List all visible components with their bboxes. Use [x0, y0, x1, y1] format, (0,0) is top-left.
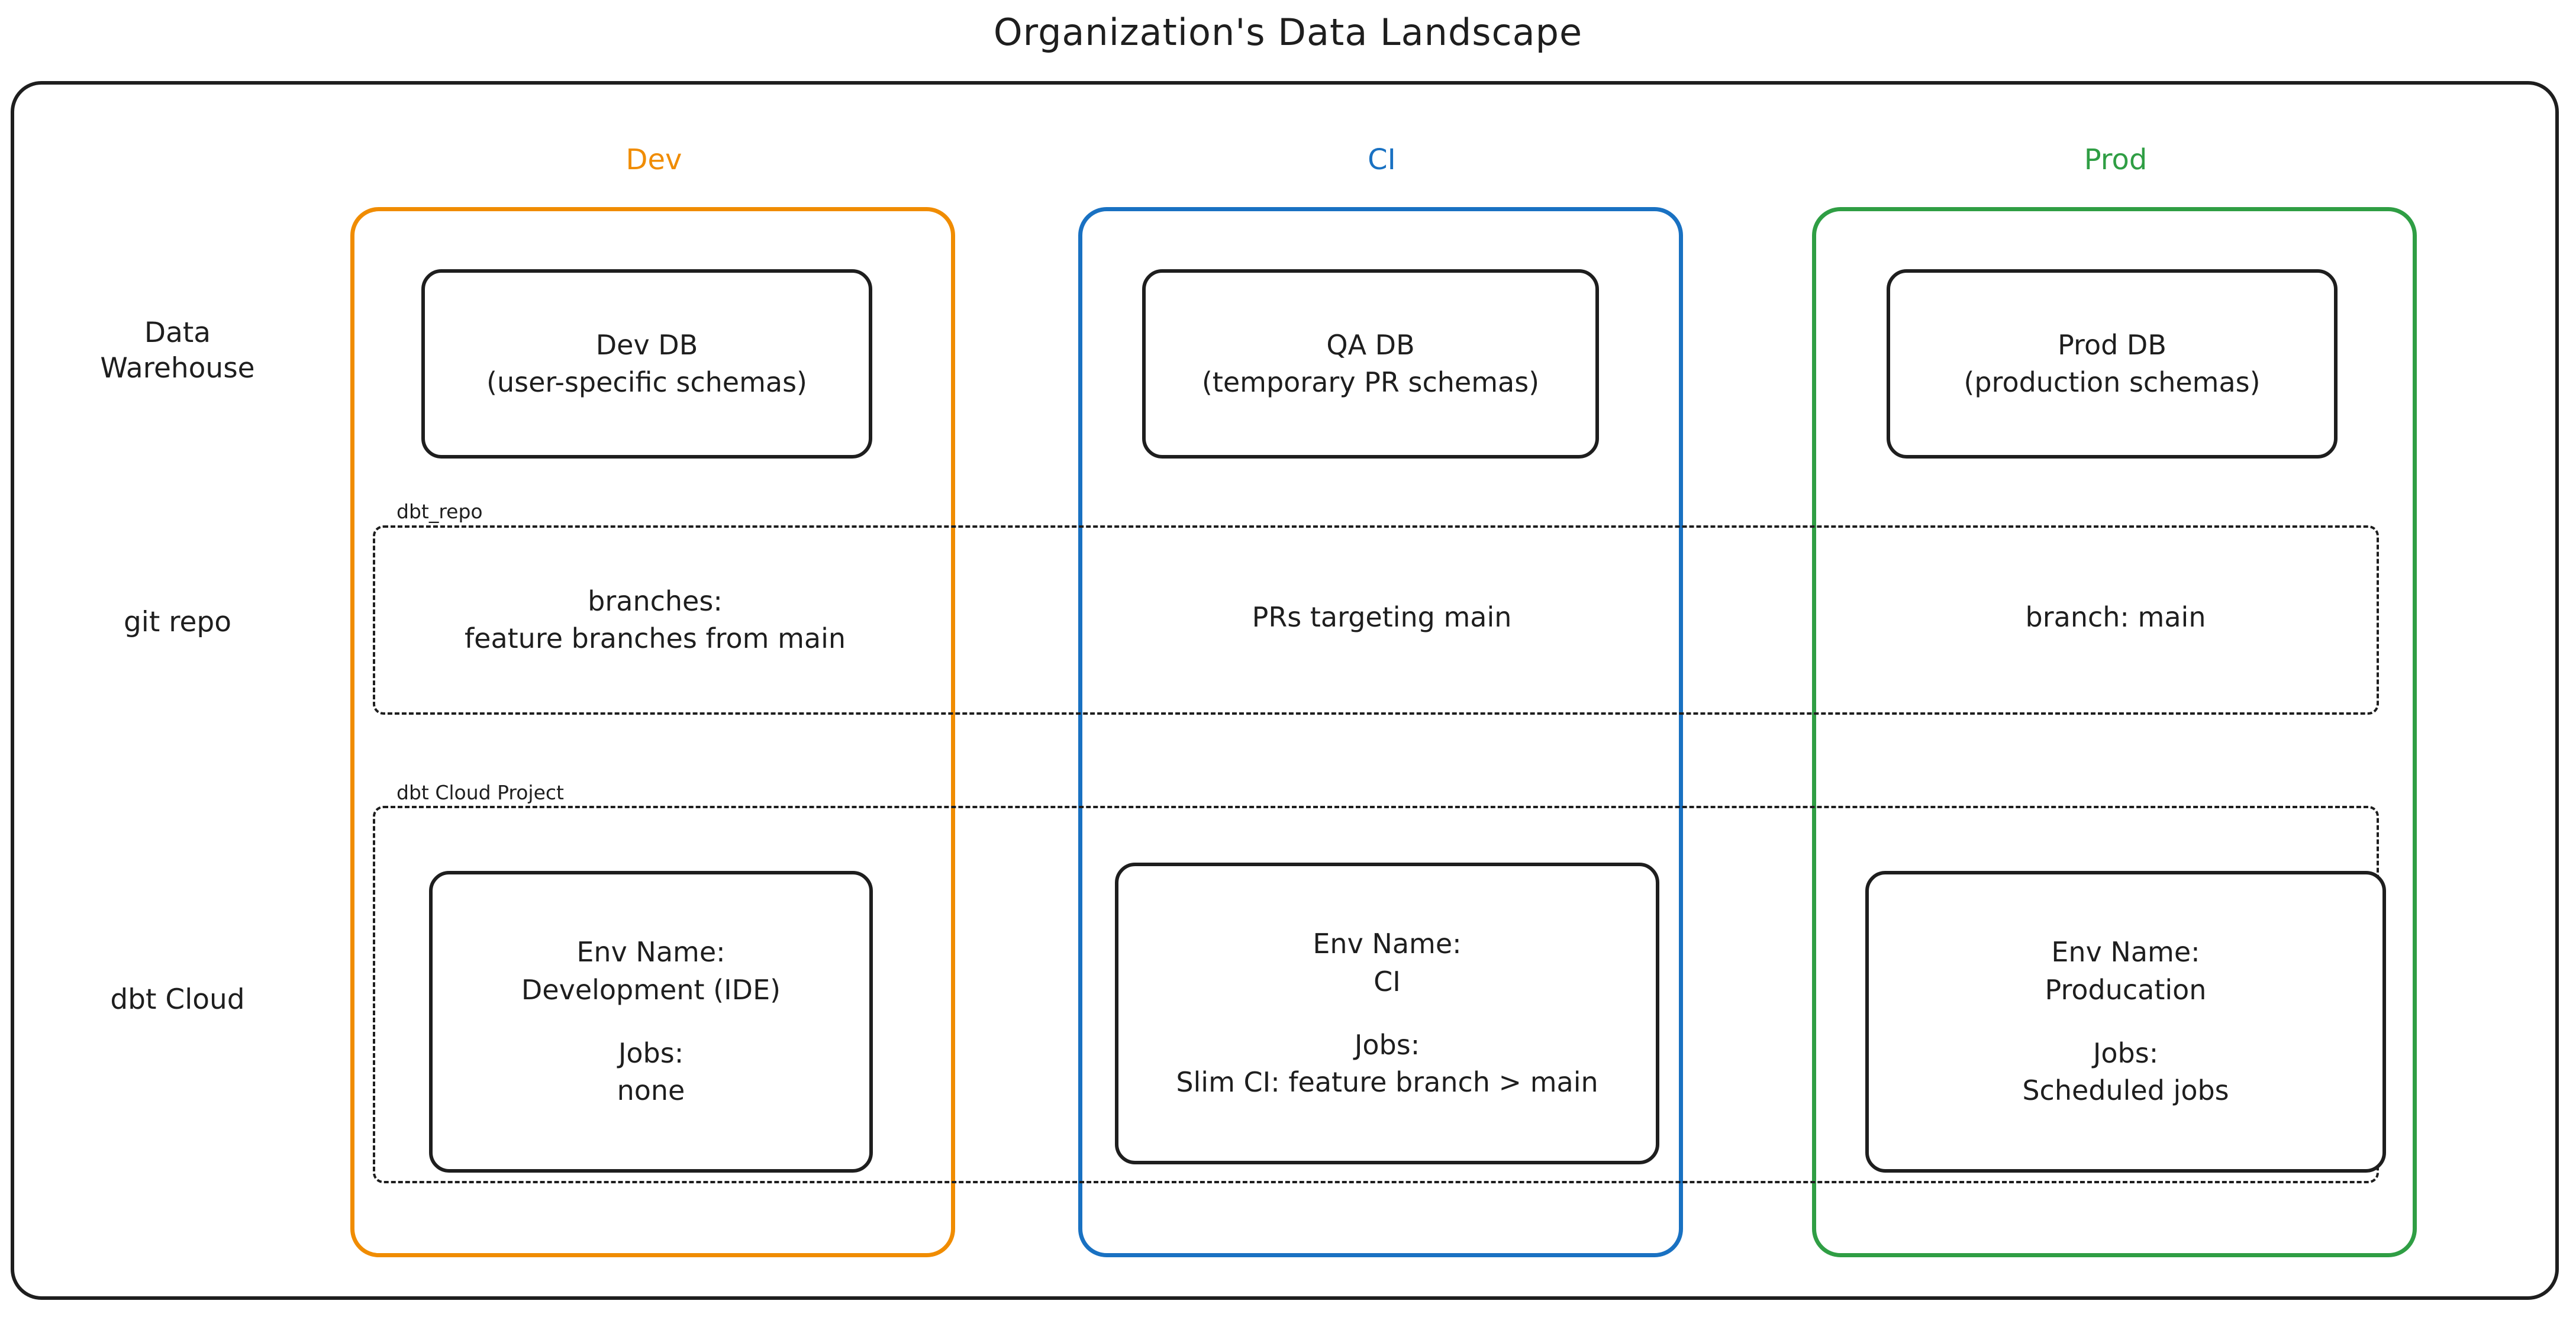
- row-label-line-1: dbt Cloud: [110, 983, 245, 1016]
- env-name-value: CI: [1374, 965, 1401, 998]
- group-label-dbt-cloud-project: dbt Cloud Project: [391, 781, 570, 804]
- group-label-dbt-repo: dbt_repo: [391, 500, 489, 523]
- row-label-line-2: Warehouse: [100, 352, 255, 385]
- env-label-prod: Prod: [2084, 143, 2148, 176]
- node-qa-db[interactable]: QA DB (temporary PR schemas): [1142, 269, 1599, 459]
- node-dev-db-title: Dev DB: [595, 328, 698, 361]
- node-dev-db[interactable]: Dev DB (user-specific schemas): [421, 269, 872, 459]
- node-prod-db-title: Prod DB: [2058, 328, 2166, 361]
- row-label-line-1: git repo: [123, 606, 232, 638]
- env-name-label: Env Name:: [1313, 928, 1462, 960]
- jobs-label: Jobs:: [618, 1037, 684, 1069]
- node-prod-environment[interactable]: Env Name: Producation Jobs: Scheduled jo…: [1865, 871, 2386, 1173]
- env-label-ci: CI: [1368, 143, 1396, 176]
- env-name-value: Development (IDE): [521, 973, 781, 1006]
- git-text-prod: branch: main: [1817, 599, 2414, 636]
- row-label-dbt-cloud: dbt Cloud: [36, 982, 320, 1018]
- node-qa-db-subtitle: (temporary PR schemas): [1201, 366, 1540, 398]
- group-dbt-repo: [373, 525, 2379, 715]
- jobs-label: Jobs:: [1354, 1029, 1420, 1061]
- env-column-dev: [350, 207, 955, 1257]
- node-prod-db-subtitle: (production schemas): [1964, 366, 2261, 398]
- node-ci-environment[interactable]: Env Name: CI Jobs: Slim CI: feature bran…: [1115, 863, 1659, 1164]
- jobs-value: Slim CI: feature branch > main: [1176, 1066, 1598, 1099]
- env-name-value: Producation: [2045, 973, 2207, 1006]
- env-name-label: Env Name:: [576, 936, 726, 969]
- node-prod-db[interactable]: Prod DB (production schemas): [1887, 269, 2338, 459]
- git-text-prod-line-1: branch: main: [2025, 601, 2206, 633]
- env-column-prod: [1812, 207, 2417, 1257]
- page-title: Organization's Data Landscape: [993, 11, 1583, 54]
- git-text-dev: branches: feature branches from main: [374, 583, 936, 658]
- env-name-label: Env Name:: [2051, 936, 2200, 969]
- row-label-git-repo: git repo: [36, 605, 320, 640]
- diagram-outer-frame: [11, 81, 2559, 1300]
- git-text-dev-line-1: branches:: [588, 585, 723, 617]
- row-label-data-warehouse: Data Warehouse: [36, 315, 320, 386]
- jobs-label: Jobs:: [2093, 1037, 2159, 1069]
- env-column-ci: [1078, 207, 1683, 1257]
- node-qa-db-title: QA DB: [1326, 328, 1415, 361]
- node-dev-db-subtitle: (user-specific schemas): [486, 366, 807, 398]
- jobs-value: none: [617, 1074, 685, 1107]
- node-dev-environment[interactable]: Env Name: Development (IDE) Jobs: none: [429, 871, 873, 1173]
- git-text-ci: PRs targeting main: [1083, 599, 1681, 636]
- row-label-line-1: Data: [144, 317, 211, 349]
- env-label-dev: Dev: [626, 143, 682, 176]
- git-text-ci-line-1: PRs targeting main: [1252, 601, 1512, 633]
- git-text-dev-line-2: feature branches from main: [464, 622, 846, 655]
- jobs-value: Scheduled jobs: [2022, 1074, 2229, 1107]
